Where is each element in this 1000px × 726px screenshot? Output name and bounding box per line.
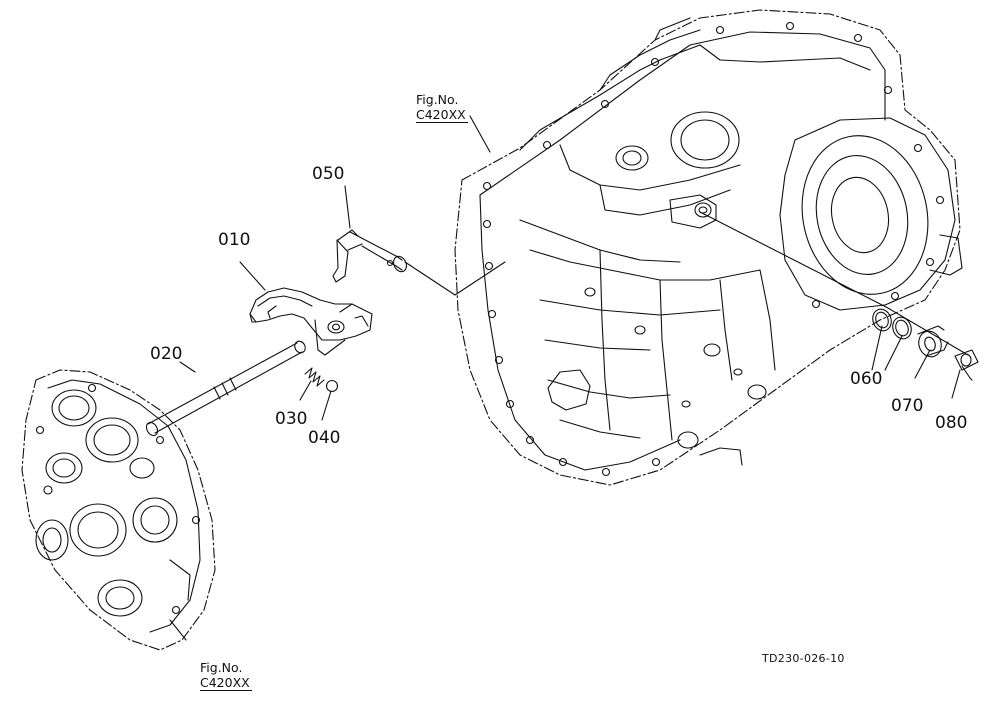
- part-080-bolt: [955, 350, 978, 380]
- front-cover-plate: [22, 370, 215, 650]
- fig-ref-lower-title: Fig.No.: [200, 660, 243, 675]
- label-part-030: 030: [275, 409, 308, 429]
- part-070-plug: [915, 326, 948, 360]
- label-part-070: 070: [891, 396, 924, 416]
- fig-ref-upper-code: C420XX: [416, 107, 468, 123]
- fig-ref-lower-code: C420XX: [200, 675, 252, 691]
- fig-ref-lower: Fig.No. C420XX: [200, 660, 252, 691]
- part-020-shift-rod: [144, 339, 307, 437]
- label-part-020: 020: [150, 344, 183, 364]
- part-030-spring: [305, 368, 324, 386]
- fig-ref-upper-title: Fig.No.: [416, 92, 459, 107]
- label-part-080: 080: [935, 413, 968, 433]
- label-part-010: 010: [218, 230, 251, 250]
- label-part-060: 060: [850, 369, 883, 389]
- fig-ref-upper: Fig.No. C420XX: [416, 92, 468, 123]
- part-010-shift-fork: [250, 288, 372, 355]
- label-part-040: 040: [308, 428, 341, 448]
- part-040-ball: [327, 381, 338, 392]
- transmission-case: [455, 10, 962, 485]
- part-050-shift-arm: [333, 230, 409, 282]
- leader-lines: [170, 116, 968, 640]
- drawing-number: TD230-026-10: [762, 652, 845, 665]
- part-060-o-rings: [870, 307, 914, 342]
- label-part-050: 050: [312, 164, 345, 184]
